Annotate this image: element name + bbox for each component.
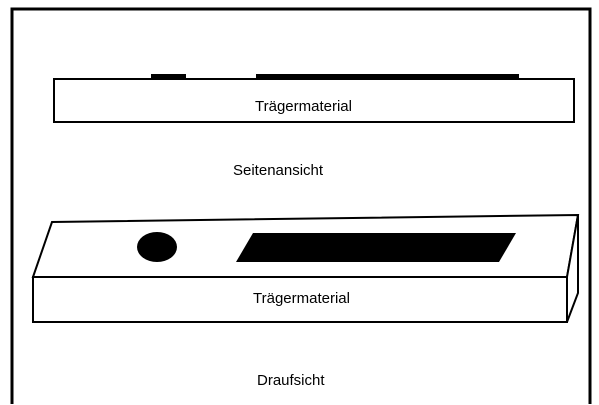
outer-frame bbox=[10, 7, 592, 404]
side-view-carrier-strip bbox=[53, 78, 575, 123]
side-view-group bbox=[53, 74, 575, 123]
side-view-small-layer bbox=[151, 74, 186, 80]
top-view-group bbox=[31, 213, 580, 323]
top-view-caption: Draufsicht bbox=[257, 372, 325, 389]
top-view-carrier-label: Trägermaterial bbox=[253, 290, 350, 307]
side-view-carrier-label: Trägermaterial bbox=[255, 98, 352, 115]
top-view-front-face bbox=[32, 276, 568, 323]
side-view-caption: Seitenansicht bbox=[233, 162, 324, 179]
side-view-large-layer bbox=[256, 74, 519, 80]
top-view-rectangular-spot bbox=[236, 233, 516, 262]
top-view-dot-spot bbox=[137, 232, 177, 262]
